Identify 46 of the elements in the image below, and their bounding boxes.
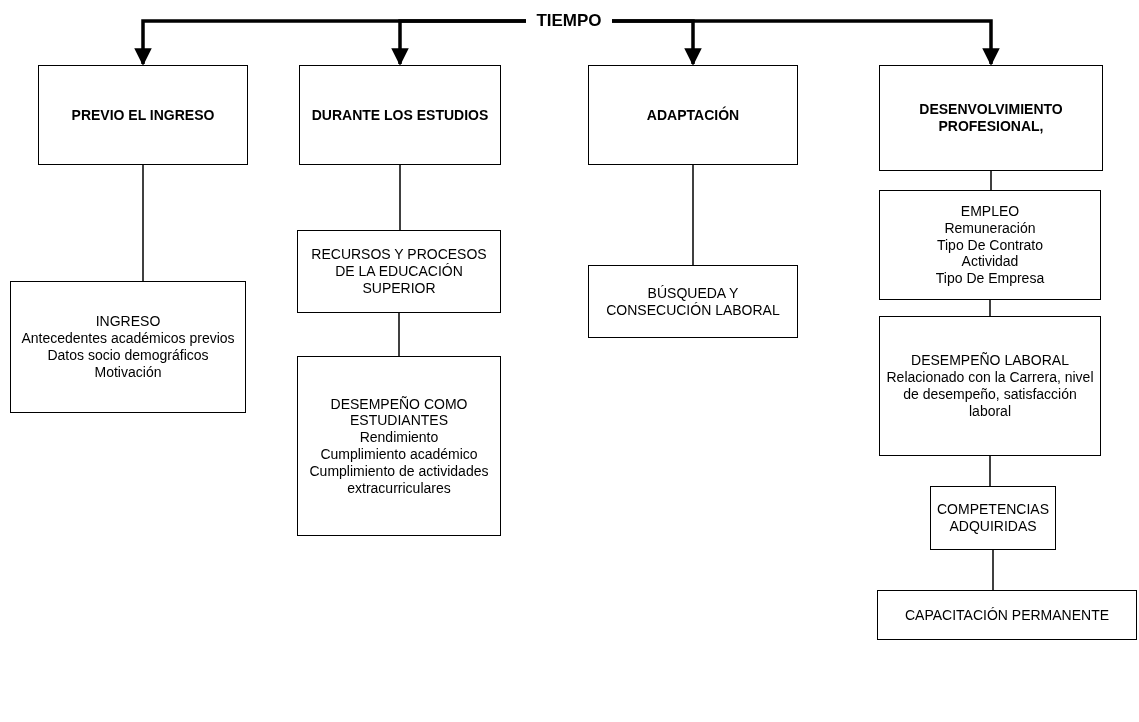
process-box [879, 190, 1101, 300]
connector-line [989, 299, 991, 317]
box-title: EMPLEO [960, 203, 1020, 220]
connector-line [992, 549, 994, 591]
box-text: Antecedentes académicos previos [21, 330, 235, 347]
box-text: Tipo De Empresa [935, 270, 1045, 287]
connector-line [990, 170, 992, 191]
box-title: DESEMPEÑO LABORAL [911, 352, 1069, 370]
arrow [612, 19, 1000, 66]
process-box [879, 65, 1103, 171]
box-title: DESEMPEÑO COMO ESTUDIANTES [329, 395, 469, 430]
box-text: Rendimiento [359, 429, 439, 446]
box-title: ADAPTACIÓN [646, 106, 740, 124]
box-text: Motivación [94, 363, 162, 381]
box-text: Cumplimiento de actividades extracurriculares [308, 462, 490, 497]
box-title: COMPETENCIAS ADQUIRIDAS [937, 501, 1049, 535]
box-text: Tipo De Contrato [936, 236, 1044, 254]
arrow [391, 19, 526, 66]
box-title: PREVIO EL INGRESO [71, 106, 215, 124]
connector-line [692, 164, 694, 266]
box-text: Cumplimiento académico [320, 446, 478, 463]
box-title: BÚSQUEDA Y CONSECUCIÓN LABORAL [605, 284, 781, 319]
connector-line [142, 164, 144, 282]
process-box [588, 265, 798, 338]
box-text: Remuneración [944, 219, 1036, 237]
connector-line [989, 455, 991, 487]
box-title: DESENVOLVIMIENTO PROFESIONAL, [918, 101, 1064, 135]
connector-line [398, 312, 400, 357]
process-box [297, 230, 501, 313]
box-text: Datos socio demográficos [47, 347, 209, 364]
process-box [588, 65, 798, 165]
process-box [877, 590, 1137, 640]
box-title: DURANTE LOS ESTUDIOS [311, 106, 489, 124]
box-text: Relacionado con la Carrera, nivel de desempeño, satisfacción laboral [886, 369, 1094, 420]
axis-label: TIEMPO [536, 10, 602, 32]
box-title: INGRESO [95, 313, 161, 331]
box-text: Actividad [961, 253, 1019, 271]
process-box [299, 65, 501, 165]
process-box [297, 356, 501, 536]
process-box [930, 486, 1056, 550]
connector-line [399, 164, 401, 231]
process-box [10, 281, 246, 413]
process-box [38, 65, 248, 165]
box-title: CAPACITACIÓN PERMANENTE [904, 606, 1110, 624]
box-title: RECURSOS Y PROCESOS DE LA EDUCACIÓN SUPERIOR [310, 246, 488, 297]
process-box [879, 316, 1101, 456]
